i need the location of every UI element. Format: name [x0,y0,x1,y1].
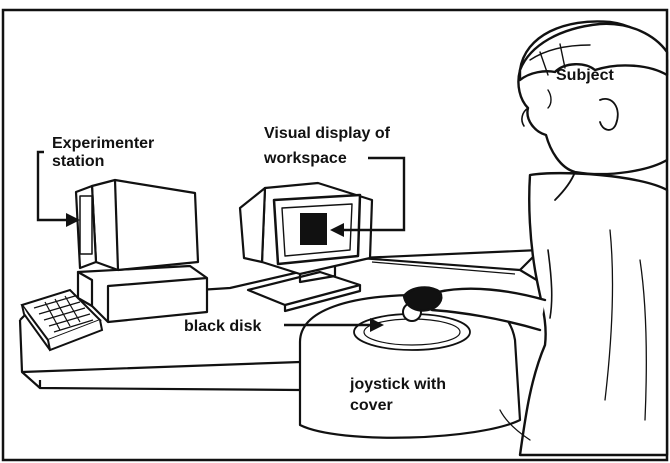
label-visual-line2: workspace [263,150,347,167]
experimenter-computer [76,180,207,322]
visual-display-monitor [240,183,372,311]
label-black-disk: black disk [184,318,261,335]
label-experimenter-line2: station [52,153,104,170]
workspace-display-block [300,213,327,245]
label-joystick-line2: cover [350,397,393,414]
label-visual-line1: Visual display of [264,125,391,142]
label-joystick-line1: joystick with [349,376,446,393]
label-subject: Subject [556,67,614,84]
label-experimenter-line1: Experimenter [52,135,154,152]
